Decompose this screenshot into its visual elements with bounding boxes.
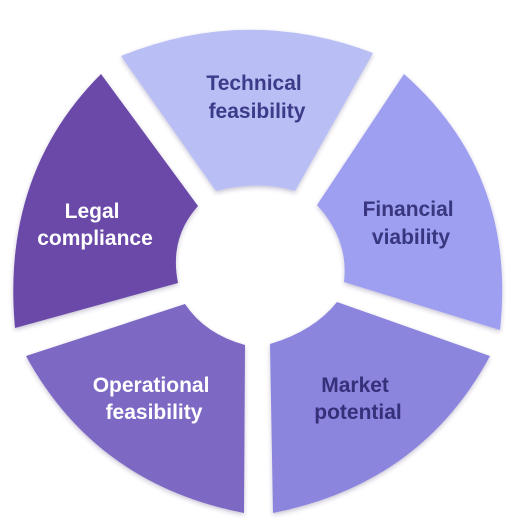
segment-market-potential: Market potential — [270, 302, 490, 513]
svg-text:Market potential: Market potential — [314, 374, 402, 424]
svg-text:Technical feasibility: Technical feasibility — [206, 72, 307, 123]
segment-legal-compliance-line-1: Legal — [65, 200, 120, 223]
segment-financial-viability-line-2: viability — [372, 226, 451, 249]
segment-financial-viability-shape — [317, 74, 503, 330]
svg-text:Legal compliance: Legal compliance — [37, 200, 153, 250]
segment-financial-viability: Financial viability — [317, 74, 503, 330]
segment-technical-feasibility: Technical feasibility — [121, 29, 373, 191]
segment-operational-feasibility-shape — [26, 304, 245, 513]
svg-text:Operational feasibility: Operational feasibility — [93, 374, 216, 424]
segment-operational-feasibility: Operational feasibility — [26, 304, 245, 513]
segment-technical-feasibility-line-1: Technical — [206, 72, 301, 95]
segment-market-potential-shape — [270, 302, 490, 513]
segment-market-potential-line-1: Market — [321, 374, 389, 397]
svg-text:Financial viability: Financial viability — [363, 198, 460, 249]
segment-legal-compliance: Legal compliance — [13, 74, 199, 328]
segment-operational-feasibility-line-1: Operational — [93, 374, 210, 397]
segment-operational-feasibility-line-2: feasibility — [106, 401, 203, 424]
segment-technical-feasibility-shape — [121, 29, 373, 191]
segment-legal-compliance-line-2: compliance — [37, 227, 153, 250]
segment-technical-feasibility-line-2: feasibility — [209, 100, 306, 123]
segment-legal-compliance-shape — [13, 74, 199, 328]
segment-market-potential-line-2: potential — [314, 401, 402, 424]
segment-financial-viability-line-1: Financial — [363, 198, 454, 221]
